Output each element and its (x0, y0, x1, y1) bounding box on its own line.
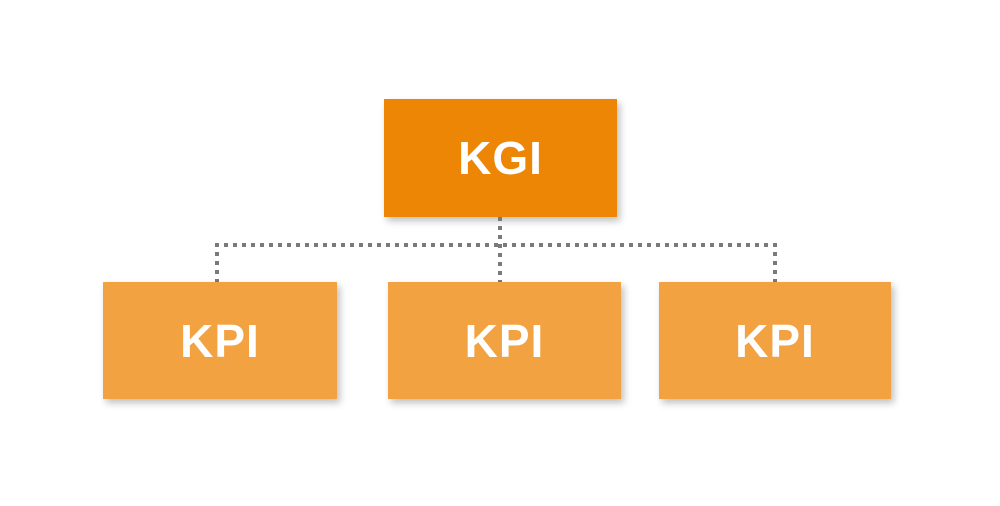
kpi-left-label: KPI (180, 314, 260, 367)
kgi-node: KGI (384, 99, 617, 217)
connector-left-down (215, 243, 219, 283)
connector-right-down (773, 243, 777, 283)
kpi-node-center: KPI (388, 282, 621, 399)
kpi-right-label: KPI (735, 314, 815, 367)
connector-trunk (215, 243, 777, 247)
kpi-center-label: KPI (464, 314, 545, 367)
kpi-node-right: KPI (659, 282, 891, 399)
kpi-node-left: KPI (103, 282, 337, 399)
connector-root-down (498, 217, 502, 283)
kgi-label: KGI (458, 132, 543, 184)
